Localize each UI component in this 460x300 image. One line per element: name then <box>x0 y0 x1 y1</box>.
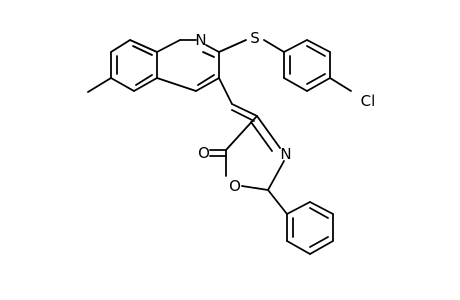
bond <box>267 189 288 215</box>
bond <box>156 39 181 53</box>
nitrogen-oxazole-label: N <box>280 145 291 163</box>
sulfur-label: S <box>250 29 260 47</box>
bond <box>156 77 197 92</box>
bond <box>309 236 329 248</box>
bond <box>218 39 247 53</box>
bond <box>231 109 255 122</box>
bond <box>256 115 281 149</box>
bond <box>231 103 258 117</box>
bond <box>267 160 285 191</box>
bond <box>205 44 220 53</box>
bond <box>195 77 220 92</box>
bond <box>218 77 233 105</box>
bond <box>129 39 158 53</box>
bond <box>202 51 215 58</box>
bond <box>286 201 311 215</box>
bond <box>309 201 334 215</box>
bond <box>133 77 158 92</box>
bond <box>306 45 326 57</box>
bond <box>309 240 334 255</box>
bond <box>87 77 112 93</box>
bond <box>110 39 131 53</box>
bond <box>263 39 285 53</box>
carbonyl-oxygen-label: O <box>198 144 210 162</box>
chlorine-label: Cl <box>361 92 376 110</box>
bonds <box>87 39 352 255</box>
bond <box>110 77 135 92</box>
bond <box>306 73 326 85</box>
bond <box>283 77 308 92</box>
bond <box>132 45 153 56</box>
bond <box>135 74 153 86</box>
bond <box>329 77 352 92</box>
atom-labels: N S Cl O N O <box>195 29 375 195</box>
bond <box>306 77 331 92</box>
bond <box>286 240 311 255</box>
bond <box>309 207 329 219</box>
bond <box>306 39 331 53</box>
bond <box>241 185 269 191</box>
nitrogen-quinoline-label: N <box>195 31 206 49</box>
bond <box>225 115 258 151</box>
bond <box>197 74 215 86</box>
bond <box>250 121 273 152</box>
ring-oxygen-label: O <box>229 177 241 195</box>
bond <box>283 39 308 53</box>
